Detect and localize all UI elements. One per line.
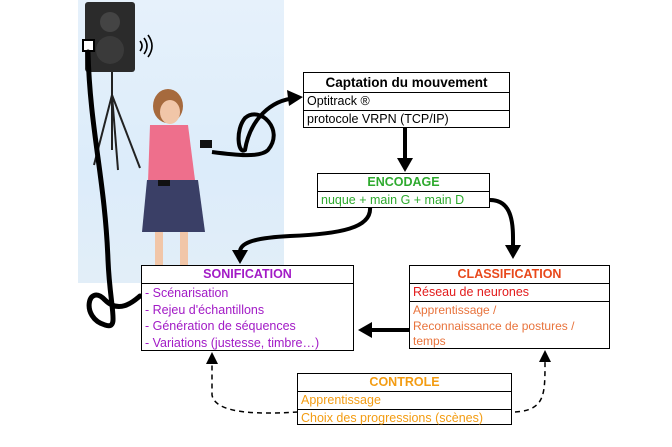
capture-box: Captation du mouvement Optitrack ® proto… bbox=[303, 72, 510, 128]
control-row-learning: Apprentissage bbox=[298, 392, 511, 410]
arrow-control-to-classification bbox=[514, 350, 551, 413]
sonification-items: - Scénarisation - Rejeu d'échantillons -… bbox=[142, 284, 353, 352]
sensor-arrowhead bbox=[287, 90, 303, 106]
arrow-control-to-sonification bbox=[206, 352, 299, 414]
arrow-classification-to-sonification bbox=[358, 322, 409, 338]
classification-detail-line: Apprentissage / bbox=[413, 303, 497, 317]
encoding-detail: nuque + main G + main D bbox=[321, 193, 465, 207]
encoding-box: ENCODAGE nuque + main G + main D bbox=[317, 173, 490, 208]
capture-row-protocol: protocole VRPN (TCP/IP) bbox=[307, 112, 449, 126]
sonification-item: - Variations (justesse, timbre…) bbox=[145, 335, 320, 350]
sonification-box: SONIFICATION - Scénarisation - Rejeu d'é… bbox=[141, 265, 354, 351]
speaker bbox=[85, 2, 135, 72]
encoding-title: ENCODAGE bbox=[318, 174, 489, 192]
classification-subtitle: Réseau de neurones bbox=[410, 284, 609, 302]
sonification-item: - Génération de séquences bbox=[145, 319, 296, 333]
arrow-encoding-to-classification bbox=[489, 198, 521, 259]
child-figure bbox=[142, 89, 212, 275]
classification-title: CLASSIFICATION bbox=[410, 266, 609, 284]
arrow-capture-to-encoding bbox=[397, 128, 413, 172]
capture-row-optitrack: Optitrack ® bbox=[304, 93, 509, 111]
control-box: CONTROLE Apprentissage Choix des progres… bbox=[297, 373, 512, 425]
sonification-item: - Scénarisation bbox=[145, 286, 229, 300]
sensor-cable bbox=[211, 96, 297, 158]
arrow-encoding-to-sonification bbox=[232, 206, 373, 264]
classification-detail: Apprentissage / Reconnaissance de postur… bbox=[410, 302, 609, 351]
classification-box: CLASSIFICATION Réseau de neurones Appren… bbox=[409, 265, 610, 349]
control-row-progressions: Choix des progressions (scènes) bbox=[301, 411, 484, 425]
classification-detail-line: temps bbox=[413, 334, 446, 348]
classification-detail-line: Reconnaissance de postures / bbox=[413, 318, 575, 333]
sound-waves-icon bbox=[139, 34, 153, 58]
tripod bbox=[93, 72, 141, 171]
speaker-cable bbox=[85, 49, 143, 329]
capture-title: Captation du mouvement bbox=[304, 73, 509, 93]
sonification-title: SONIFICATION bbox=[142, 266, 353, 284]
sonification-item: - Rejeu d'échantillons bbox=[145, 302, 265, 317]
control-title: CONTROLE bbox=[298, 374, 511, 392]
speaker-marker bbox=[82, 39, 95, 52]
